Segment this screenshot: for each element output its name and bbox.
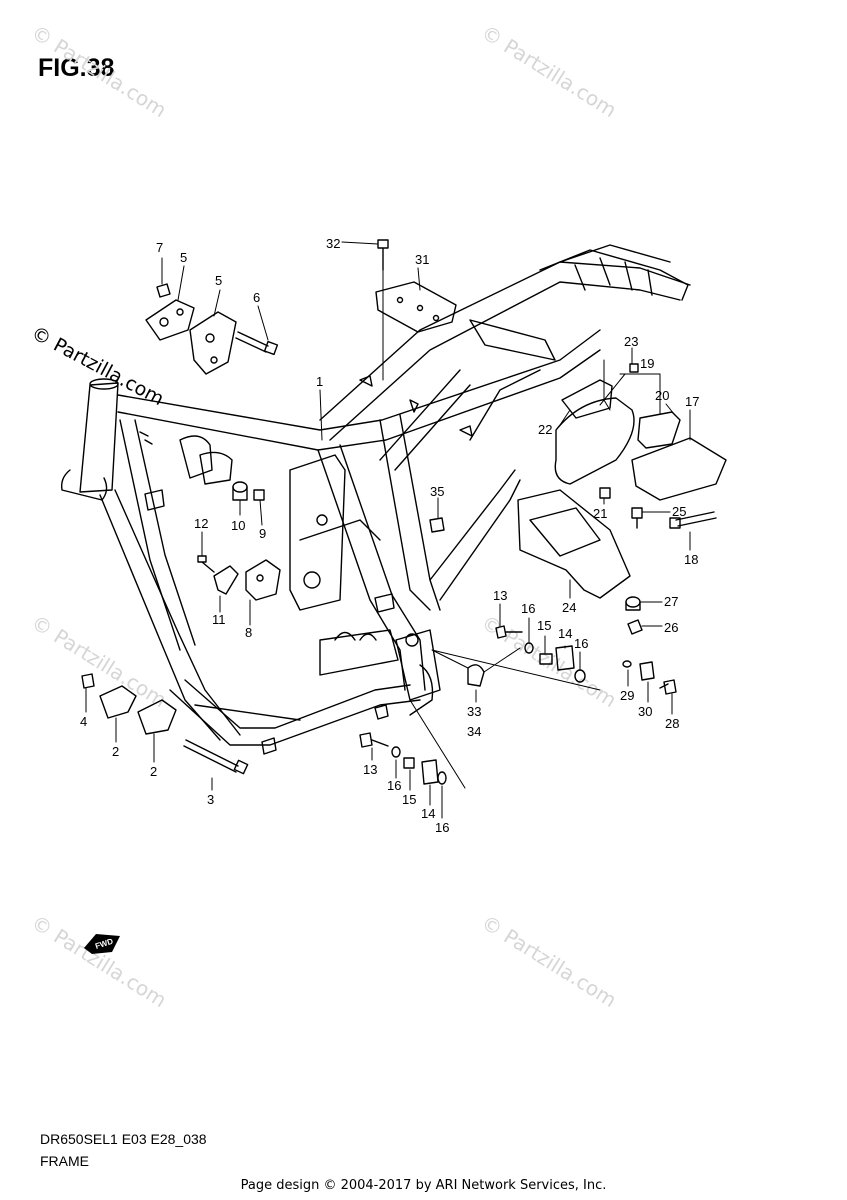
callout-9: 9 — [259, 526, 266, 541]
bolt-6 — [235, 331, 269, 353]
callout-16: 16 — [387, 778, 401, 793]
washer-16a — [524, 642, 534, 654]
washer-29 — [622, 660, 632, 668]
callout-2: 2 — [150, 764, 157, 779]
engine-bracket-left — [145, 299, 195, 341]
callout-26: 26 — [664, 620, 678, 635]
callout-16: 16 — [521, 601, 535, 616]
callout-12: 12 — [194, 516, 208, 531]
callout-28: 28 — [665, 716, 679, 731]
callout-24: 24 — [562, 600, 576, 615]
washer-16b — [574, 669, 586, 683]
figure-name: FRAME — [40, 1153, 89, 1169]
cap-20 — [637, 411, 681, 449]
grommet-26 — [627, 619, 643, 635]
callout-14: 14 — [421, 806, 435, 821]
bracket-22 — [561, 379, 613, 419]
plug-35 — [429, 517, 445, 533]
model-code: DR650SEL1 E03 E28_038 — [40, 1131, 207, 1147]
battery-box — [517, 489, 631, 599]
nut-4 — [81, 673, 95, 689]
callout-16: 16 — [435, 820, 449, 835]
callout-35: 35 — [430, 484, 444, 499]
bolt-13b — [359, 732, 389, 748]
washer-16d — [437, 771, 447, 785]
cap-33 — [467, 664, 485, 687]
callout-13: 13 — [363, 762, 377, 777]
callout-23: 23 — [624, 334, 638, 349]
callout-5: 5 — [180, 250, 187, 265]
callout-31: 31 — [415, 252, 429, 267]
callout-3: 3 — [207, 792, 214, 807]
collar-15b — [403, 757, 415, 769]
bolt-3 — [183, 739, 239, 773]
main-frame — [60, 244, 691, 755]
copyright-footer: Page design © 2004-2017 by ARI Network S… — [240, 1178, 607, 1193]
mud-guard — [554, 397, 635, 485]
callout-5: 5 — [215, 273, 222, 288]
callout-25: 25 — [672, 504, 686, 519]
callout-16: 16 — [574, 636, 588, 651]
spacer-30 — [639, 661, 655, 681]
nut-7 — [156, 283, 171, 298]
figure-title: FIG.38 — [38, 54, 115, 82]
callout-14: 14 — [558, 626, 572, 641]
bracket-31 — [375, 281, 457, 333]
callout-2: 2 — [112, 744, 119, 759]
collar-15a — [539, 653, 553, 665]
fwd-arrow-icon: FWD — [84, 934, 120, 954]
callout-13: 13 — [493, 588, 507, 603]
bushing-14b — [421, 759, 439, 785]
grommet-27 — [625, 596, 641, 608]
callout-32: 32 — [326, 236, 340, 251]
washer-16c — [391, 746, 401, 758]
callout-1: 1 — [316, 374, 323, 389]
callout-20: 20 — [655, 388, 669, 403]
callout-22: 22 — [538, 422, 552, 437]
bolt-28 — [659, 679, 677, 695]
bolt-12 — [197, 555, 215, 573]
callout-15: 15 — [402, 792, 416, 807]
bolt-18 — [675, 511, 717, 527]
collar-10 — [232, 481, 248, 493]
leader-lines — [85, 241, 691, 819]
bolt-25 — [631, 507, 643, 529]
callout-30: 30 — [638, 704, 652, 719]
callout-11: 11 — [212, 612, 226, 627]
callout-15: 15 — [537, 618, 551, 633]
callout-27: 27 — [664, 594, 678, 609]
callout-29: 29 — [620, 688, 634, 703]
bolt-9 — [253, 489, 265, 501]
bushing-14a — [555, 645, 575, 671]
callout-18: 18 — [684, 552, 698, 567]
callout-4: 4 — [80, 714, 87, 729]
callout-7: 7 — [156, 240, 163, 255]
callout-33: 33 — [467, 704, 481, 719]
bolt-13a — [495, 625, 523, 639]
callout-21: 21 — [593, 506, 607, 521]
bracket-11 — [213, 565, 239, 595]
engine-bracket-right — [189, 311, 237, 375]
callout-17: 17 — [685, 394, 699, 409]
bracket-8 — [245, 559, 281, 601]
callout-8: 8 — [245, 625, 252, 640]
callout-10: 10 — [231, 518, 245, 533]
plate-2b — [137, 699, 177, 735]
callout-19: 19 — [640, 356, 654, 371]
bolt-21 — [599, 487, 611, 499]
callout-6: 6 — [253, 290, 260, 305]
bolt-23 — [629, 363, 639, 373]
plate-2a — [99, 685, 137, 719]
callout-34: 34 — [467, 724, 481, 739]
